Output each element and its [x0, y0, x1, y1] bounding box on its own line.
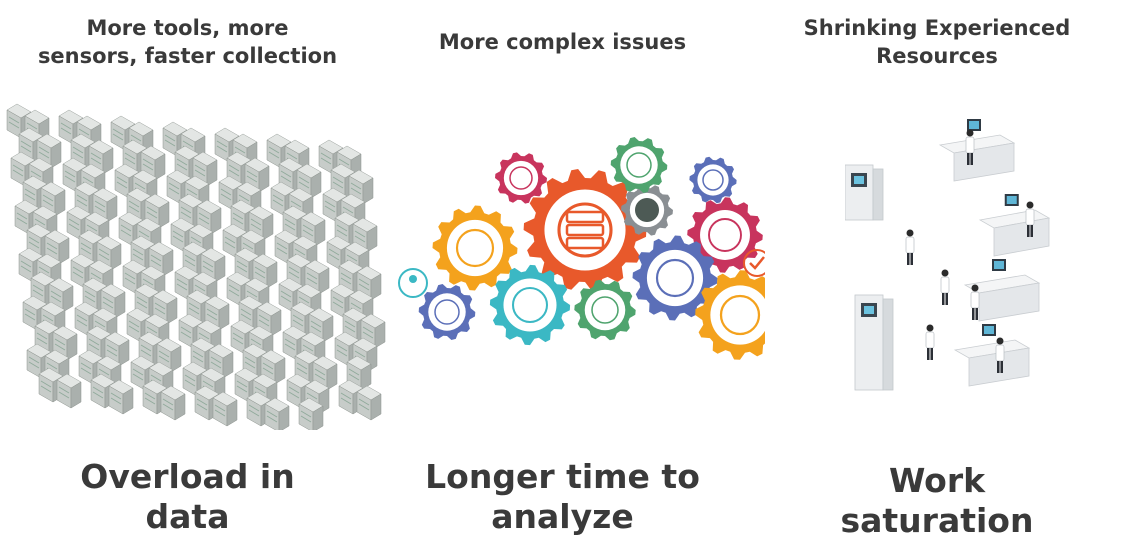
server-rack-icon	[298, 397, 324, 430]
conveyor-gear-icon	[495, 152, 547, 204]
settings-gear-icon	[418, 284, 476, 340]
server-rack-icon	[264, 397, 290, 430]
column-complex-issues: More complex issues Longer time to analy…	[375, 0, 765, 547]
radar-gear-icon	[695, 270, 765, 360]
caption-saturation: Work saturation	[750, 461, 1124, 541]
clipboard-gear-icon	[489, 264, 571, 346]
caption-line: saturation	[840, 501, 1034, 540]
column-resources: Shrinking Experienced Resources Work sat…	[750, 0, 1124, 547]
heading-line: More tools, more	[86, 16, 289, 40]
lab-cabinet-icon	[845, 164, 884, 221]
caption-overload: Overload in data	[0, 457, 375, 537]
engineer-gear-icon	[632, 235, 718, 321]
central-gear-icon	[523, 169, 647, 291]
caption-line: Longer time to	[425, 457, 700, 496]
heading-resources: Shrinking Experienced Resources	[750, 14, 1124, 70]
scientist-figure-icon	[1025, 201, 1035, 237]
server-rack-icon	[256, 301, 282, 337]
heading-line: sensors, faster collection	[37, 44, 338, 68]
lab-desk-icon	[978, 194, 1051, 257]
person-badge-icon	[398, 268, 428, 298]
scientist-figure-icon	[925, 324, 935, 360]
caption-line: Work	[888, 461, 986, 500]
caption-line: Overload in	[80, 457, 295, 496]
arrows-gear-icon	[689, 156, 737, 204]
caption-analyze: Longer time to analyze	[375, 457, 750, 537]
server-rack-icon	[142, 379, 168, 415]
scientist-figure-icon	[970, 284, 980, 320]
caption-line: data	[145, 497, 230, 536]
caption-line: analyze	[491, 497, 634, 536]
server-rack-icon	[312, 355, 338, 391]
lab-desk-icon	[938, 119, 1016, 182]
server-rack-icon	[160, 385, 186, 421]
lab-cabinet-icon	[854, 294, 894, 391]
checklist-gear-icon	[687, 197, 763, 273]
server-rack-icon	[304, 259, 330, 295]
server-rack-icon	[352, 217, 378, 253]
server-rack-icon	[110, 115, 136, 151]
heading-tools: More tools, more sensors, faster collect…	[0, 14, 375, 70]
lab-desk-icon	[953, 324, 1031, 387]
server-rack-array-illustration	[6, 103, 386, 430]
server-rack-icon	[52, 325, 78, 361]
lab-workstations-illustration	[845, 119, 1051, 391]
analytics-gear-icon	[432, 205, 518, 291]
server-rack-icon	[356, 385, 382, 421]
server-rack-icon	[108, 379, 134, 415]
heading-line: Shrinking Experienced	[803, 16, 1071, 40]
server-rack-icon	[56, 373, 82, 409]
heading-line: Resources	[876, 44, 998, 68]
column-data-overload: More tools, more sensors, faster collect…	[0, 0, 386, 547]
tools-gear-icon	[610, 137, 668, 193]
server-rack-icon	[212, 391, 238, 427]
check-badge-icon	[743, 249, 765, 277]
rocket-gear-icon	[574, 279, 636, 341]
scientist-figure-icon	[965, 129, 975, 165]
scientist-figure-icon	[940, 269, 950, 305]
scientist-figure-icon	[905, 229, 915, 265]
lab-desk-icon	[963, 259, 1041, 322]
heading-complex-issues: More complex issues	[438, 30, 687, 54]
gear-cluster-illustration	[398, 137, 765, 360]
scientist-figure-icon	[995, 337, 1005, 373]
